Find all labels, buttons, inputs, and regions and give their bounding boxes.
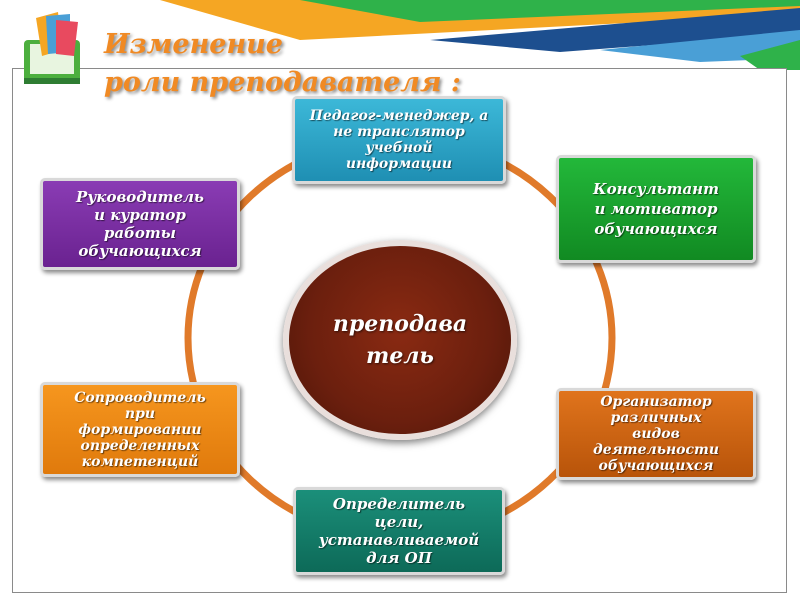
role-bottom-line: устанавливаемой bbox=[318, 531, 480, 549]
role-top-line: учебной bbox=[365, 140, 433, 156]
center-label: преподаватель bbox=[332, 311, 468, 369]
role-top-left-line: работы bbox=[103, 224, 177, 242]
role-right-line: видов bbox=[632, 426, 680, 442]
role-box-right: Организатор различных видов деятельности… bbox=[556, 388, 756, 480]
title-line-2: роли преподавателя : bbox=[104, 67, 461, 98]
role-right-line: деятельности bbox=[592, 442, 720, 458]
role-bottom-line: цели, bbox=[374, 513, 424, 531]
center-node: преподаватель bbox=[283, 240, 517, 440]
role-top-line: не транслятор bbox=[333, 124, 465, 140]
role-bottom-line: Определитель bbox=[332, 495, 466, 513]
title-line-1: Изменение bbox=[104, 29, 283, 60]
role-right-line: Организатор bbox=[600, 394, 712, 410]
role-right-line: обучающихся bbox=[598, 458, 714, 474]
role-top-right-line: и мотиватор bbox=[594, 200, 718, 218]
role-top-left-line: обучающихся bbox=[78, 242, 202, 260]
role-left-line: при bbox=[124, 405, 156, 422]
role-right-line: различных bbox=[610, 410, 702, 426]
role-box-left: Сопроводитель при формировании определен… bbox=[40, 382, 240, 477]
role-top-left-line: и куратор bbox=[94, 206, 186, 224]
role-top-right-line: Консультант bbox=[593, 180, 719, 198]
role-left-line: определенных bbox=[80, 437, 200, 454]
role-box-top-right: Консультант и мотиватор обучающихся bbox=[556, 155, 756, 263]
role-box-top: Педагог-менеджер, а не транслятор учебно… bbox=[292, 96, 506, 184]
role-left-line: Сопроводитель bbox=[74, 389, 206, 406]
role-left-line: формировании bbox=[78, 421, 202, 438]
role-left-line: компетенций bbox=[81, 453, 199, 470]
role-bottom-line: для ОП bbox=[366, 549, 432, 567]
role-top-left-line: Руководитель bbox=[76, 188, 204, 206]
role-top-line: Педагог-менеджер, а bbox=[309, 108, 489, 124]
role-box-top-left: Руководитель и куратор работы обучающихс… bbox=[40, 178, 240, 270]
role-top-line: информации bbox=[345, 156, 453, 172]
book-logo-icon bbox=[24, 12, 80, 84]
role-top-right-line: обучающихся bbox=[594, 220, 718, 238]
role-box-bottom: Определитель цели, устанавливаемой для О… bbox=[293, 487, 505, 575]
header-stripes bbox=[160, 0, 800, 70]
slide-title: Изменение роли преподавателя : bbox=[104, 26, 461, 102]
